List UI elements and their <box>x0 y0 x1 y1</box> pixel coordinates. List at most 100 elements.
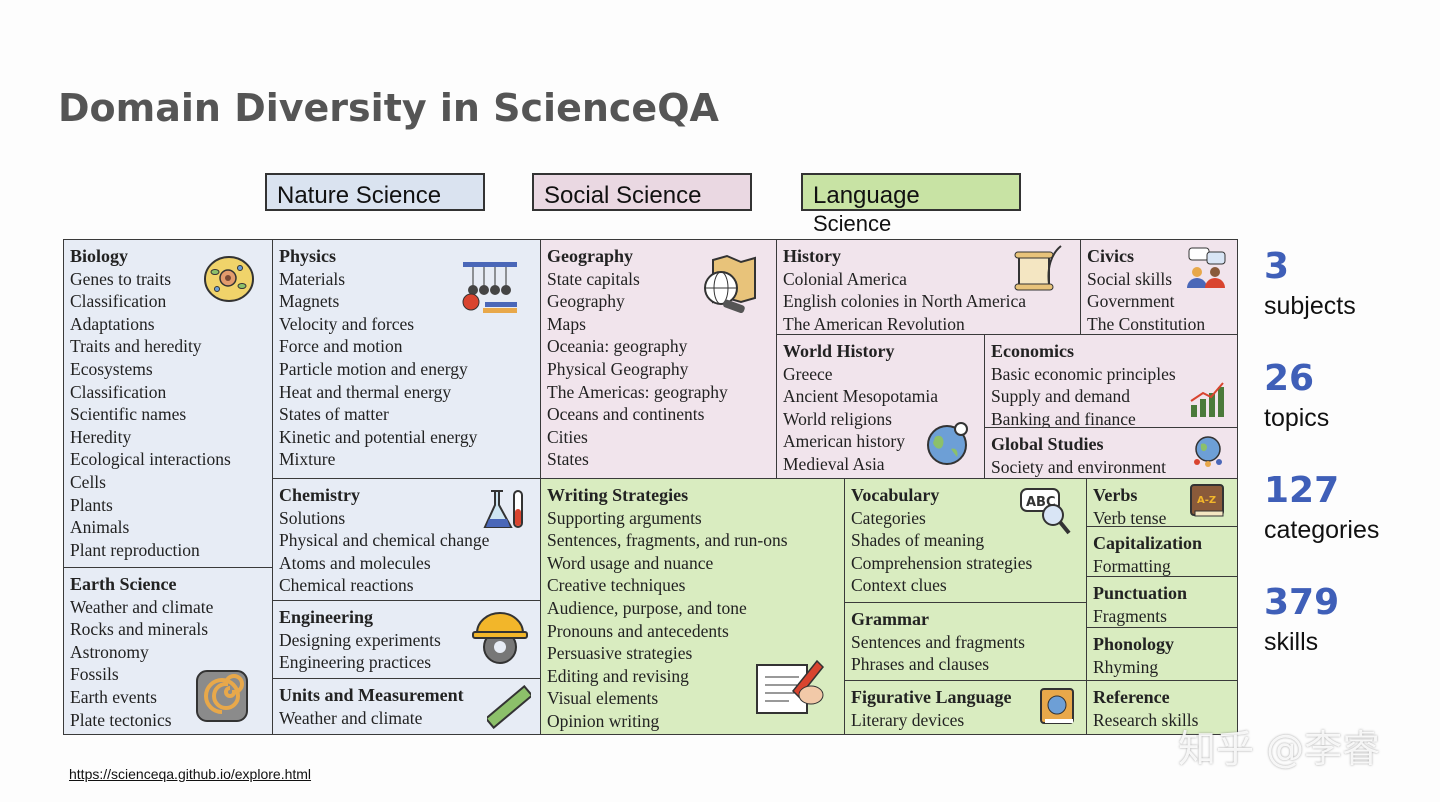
category-item: States <box>547 449 589 470</box>
category-item: Audience, purpose, and tone <box>547 597 747 618</box>
category-item: Social skills <box>1087 268 1173 289</box>
category-item: Ecological interactions <box>70 449 231 470</box>
stat-topics-value: 26 <box>1264 358 1315 399</box>
category-item: Kinetic and potential energy <box>279 426 478 447</box>
category-item: Supporting arguments <box>547 507 702 528</box>
category-item: World religions <box>783 408 892 429</box>
category-item: Context clues <box>851 575 947 596</box>
category-item: Categories <box>851 507 926 528</box>
category-item: Cities <box>547 426 588 447</box>
globe-people-icon <box>1194 436 1222 467</box>
category-item: Mixture <box>279 449 336 470</box>
category-list: Society and environment <box>991 456 1231 478</box>
category-item: Materials <box>279 268 346 289</box>
source-link[interactable]: https://scienceqa.github.io/explore.html <box>69 766 312 782</box>
category-item: Weather and climate <box>70 596 214 617</box>
category-item: English colonies in North America <box>783 291 1027 312</box>
book-globe-icon <box>1040 688 1074 724</box>
fossil-icon <box>196 670 248 722</box>
topic-title: Civics <box>1087 246 1134 266</box>
newtons-cradle-icon <box>462 262 517 313</box>
category-list: Fragments <box>1093 605 1231 627</box>
category-item: Particle motion and energy <box>279 358 468 379</box>
category-item: States of matter <box>279 404 389 425</box>
legend-social-science: Social Science <box>532 173 752 211</box>
topic-title: Punctuation <box>1093 583 1188 603</box>
category-item: Research skills <box>1093 709 1199 730</box>
category-item: Visual elements <box>547 688 659 709</box>
category-item: Editing and revising <box>547 665 689 686</box>
topic-title: Writing Strategies <box>547 485 689 505</box>
category-item: Sentences and fragments <box>851 631 1025 652</box>
category-item: Government <box>1087 291 1175 312</box>
topic-title: Biology <box>70 246 129 266</box>
category-item: Comprehension strategies <box>851 552 1033 573</box>
globe-map-icon <box>704 254 756 314</box>
hardhat-gear-icon <box>472 612 528 664</box>
category-item: Opinion writing <box>547 710 660 731</box>
topic-title: Grammar <box>851 609 929 629</box>
category-item: The American Revolution <box>783 313 965 334</box>
slide-title: Domain Diversity in ScienceQA <box>58 86 719 130</box>
dictionary-icon: A-Z <box>1190 484 1224 517</box>
category-item: Genes to traits <box>70 268 172 289</box>
people-discussion-icon <box>1187 247 1226 288</box>
category-item: Traits and heredity <box>70 336 202 357</box>
category-item: Medieval Asia <box>783 453 885 474</box>
stat-skills-label: skills <box>1264 628 1319 656</box>
category-item: Astronomy <box>70 641 149 662</box>
category-item: Animals <box>70 517 130 538</box>
category-list: Research skills <box>1093 709 1231 732</box>
category-item: Persuasive strategies <box>547 643 693 664</box>
notebook-writing-icon <box>756 659 825 714</box>
topic-title: Global Studies <box>991 434 1104 454</box>
stat-categories-label: categories <box>1264 516 1380 544</box>
topic-title: Verbs <box>1093 485 1138 505</box>
stat-topics-label: topics <box>1264 404 1330 432</box>
category-item: Atoms and molecules <box>279 552 431 573</box>
stat-subjects-label: subjects <box>1264 292 1356 320</box>
cell-icon <box>204 256 254 302</box>
category-item: Weather and climate <box>279 707 423 728</box>
legend-language-science-overflow: Science <box>813 211 892 236</box>
category-item: Society and environment <box>991 456 1166 477</box>
category-item: Physical and chemical change <box>279 530 490 551</box>
category-item: Supply and demand <box>991 386 1131 407</box>
category-item: The Constitution <box>1087 313 1206 334</box>
category-item: Plant reproduction <box>70 539 200 560</box>
stat-subjects-value: 3 <box>1264 246 1290 287</box>
category-item: Verb tense <box>1093 507 1167 527</box>
category-item: Basic economic principles <box>991 363 1176 384</box>
legend-nature-science: Nature Science <box>265 173 485 211</box>
category-item: Formatting <box>1093 555 1171 576</box>
category-item: Oceania: geography <box>547 336 688 357</box>
category-item: Earth events <box>70 686 157 707</box>
stat-categories-value: 127 <box>1264 470 1340 511</box>
scroll-quill-icon <box>1014 245 1062 291</box>
category-list: Verb tense <box>1093 507 1231 527</box>
